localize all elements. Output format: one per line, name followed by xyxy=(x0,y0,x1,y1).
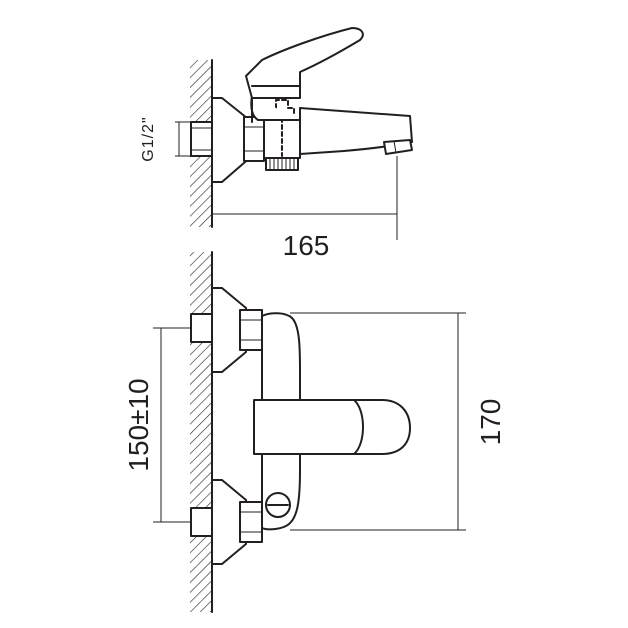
mixer-body-side xyxy=(250,95,413,155)
inlet-pipe-lower xyxy=(190,507,214,537)
center-distance-label: 150±10 xyxy=(123,378,154,471)
thread-label: G1/2" xyxy=(140,116,157,161)
height-label: 170 xyxy=(475,399,506,446)
inlet-pipe-upper xyxy=(190,313,214,343)
hex-nut-side xyxy=(243,116,265,162)
lever-handle-front xyxy=(253,399,411,455)
hex-nut-lower xyxy=(239,501,263,543)
hex-nut-upper xyxy=(239,309,263,351)
spout-tip-side xyxy=(383,139,413,155)
front-view: 170 150±10 xyxy=(123,251,506,613)
spout-aerator-line xyxy=(393,140,397,154)
side-view: G1/2" 165 xyxy=(140,27,413,261)
escutcheon-upper xyxy=(211,287,247,373)
lever-handle-side xyxy=(245,27,364,99)
outlet-thread-ticks xyxy=(269,158,295,170)
inlet-pipe-side xyxy=(190,121,214,157)
lever-handle-front-inner xyxy=(353,399,364,455)
wall-hatch-bottom xyxy=(190,252,212,612)
projection-label: 165 xyxy=(283,230,330,261)
escutcheon-lower xyxy=(211,479,247,565)
